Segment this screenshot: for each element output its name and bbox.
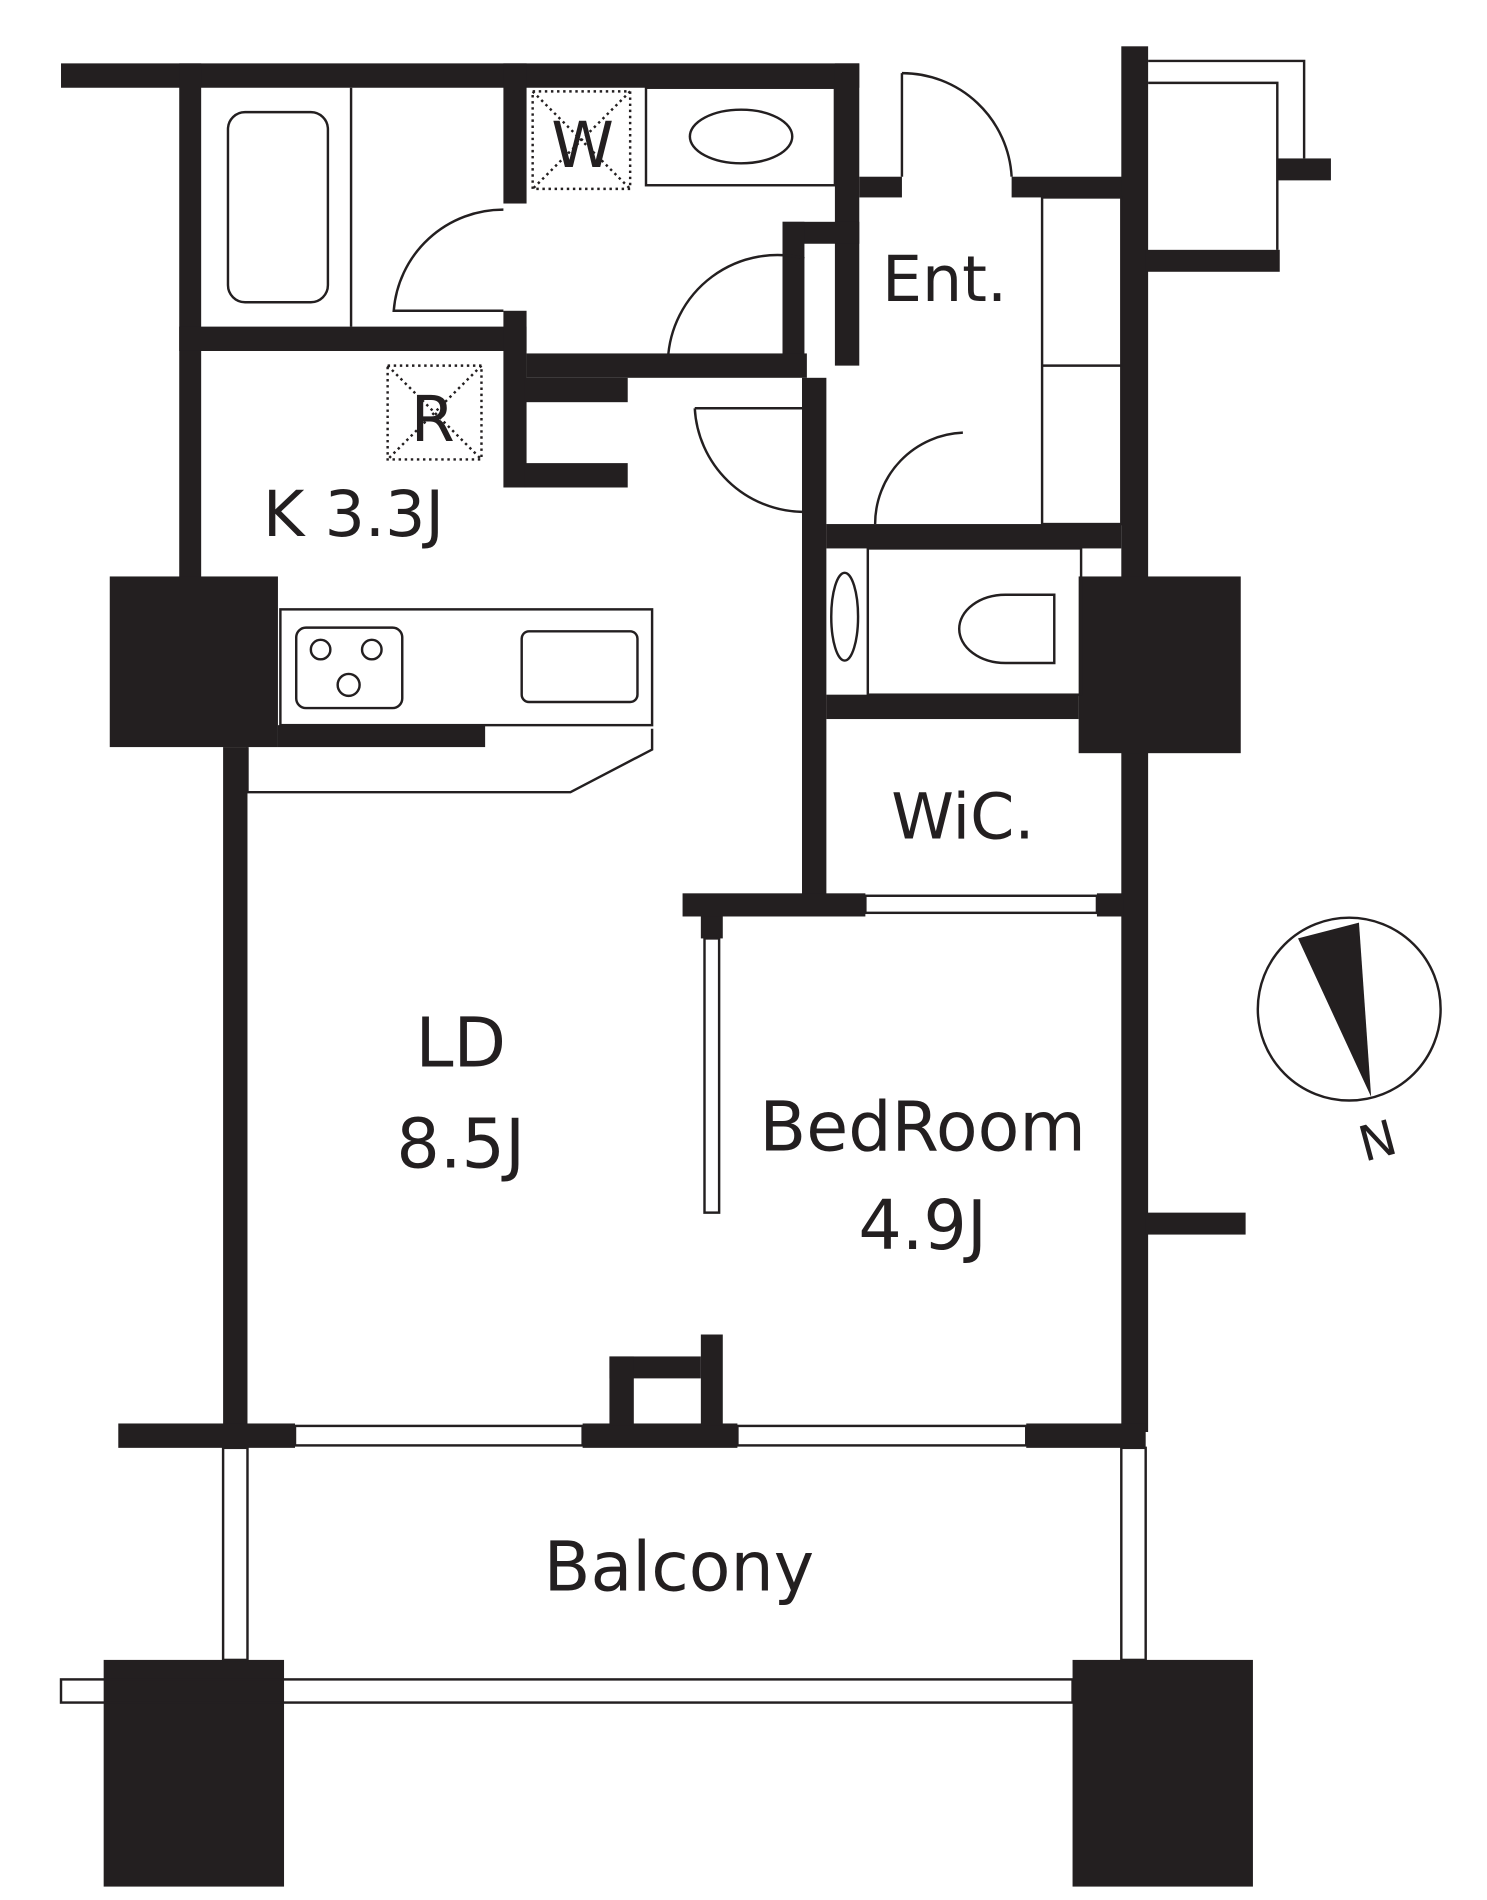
walls [61, 46, 1331, 1887]
balcony-label: Balcony [544, 1528, 814, 1607]
bedroom-name: BedRoom [759, 1088, 1085, 1167]
living-dining-name: LD [415, 1004, 506, 1083]
compass: N [1256, 916, 1442, 1174]
bedroom-size: 4.9J [858, 1187, 987, 1266]
fixtures [59, 59, 1306, 1704]
compass-needle-icon [1298, 922, 1372, 1097]
compass-circle [1256, 916, 1442, 1102]
washer-label: W [551, 108, 614, 182]
refrigerator-label: R [411, 382, 455, 456]
kitchen-label: K 3.3J [263, 477, 444, 551]
walk-in-closet-label: WiC. [891, 779, 1034, 853]
compass-north-label: N [1353, 1110, 1403, 1174]
living-dining-size: 8.5J [396, 1106, 525, 1185]
entrance-label: Ent. [882, 242, 1007, 316]
room-labels: W R K 3.3J Ent. WiC. LD 8.5J BedRoom 4.9… [263, 108, 1086, 1607]
